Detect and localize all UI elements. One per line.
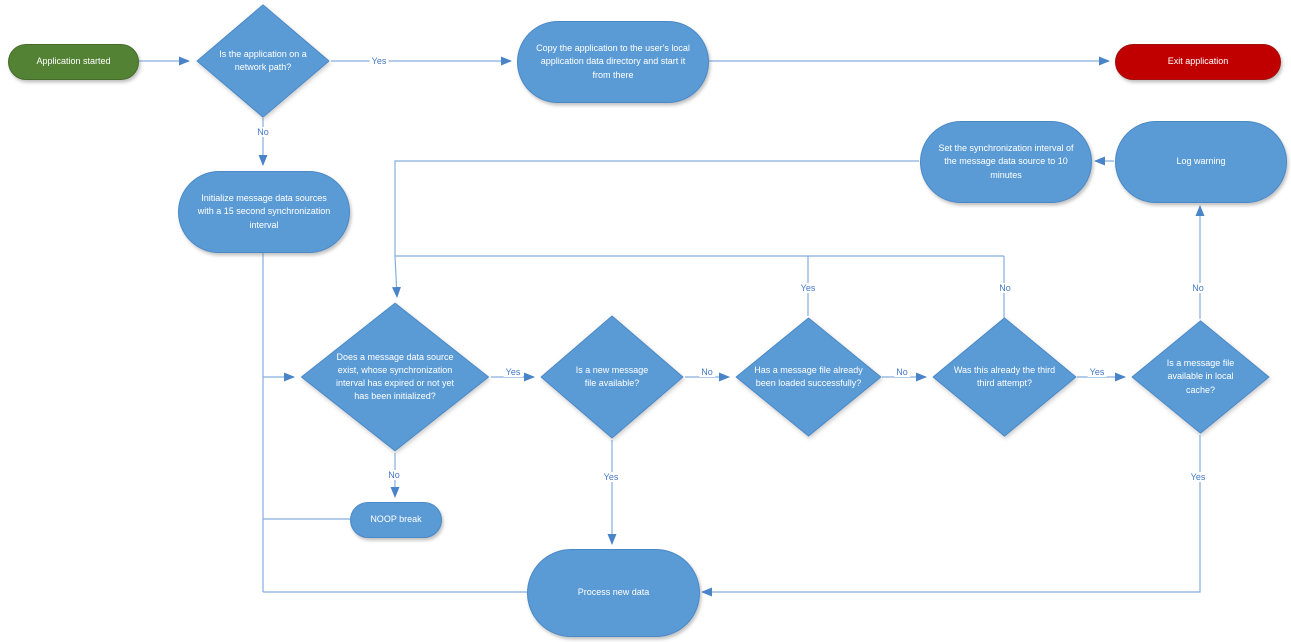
node-does-message-data-source-exist[interactable]: Does a message data source exist, whose … <box>300 302 490 452</box>
edge-label-already-loaded-no: No <box>894 367 910 377</box>
node-label: Log warning <box>1176 156 1226 167</box>
diamond-shape <box>1131 320 1270 434</box>
node-process-new-data[interactable]: Process new data <box>527 549 700 637</box>
node-label: Process new data <box>577 587 650 598</box>
edge-label-third-attempt-no: No <box>997 283 1013 293</box>
diamond-shape <box>540 315 684 439</box>
node-application-started[interactable]: Application started <box>8 44 139 80</box>
edge-label-local-cache-yes: Yes <box>1188 472 1208 482</box>
diamond-shape <box>735 317 882 437</box>
edge-label-third-attempt-yes: Yes <box>1087 367 1107 377</box>
node-is-message-file-in-local-cache[interactable]: Is a message file available in local cac… <box>1131 320 1270 434</box>
connector-segment <box>701 435 1201 597</box>
connector-segment <box>394 160 919 256</box>
node-label: Was this already the third third attempt… <box>953 364 1056 388</box>
node-label: Copy the application to the user's local… <box>536 43 690 80</box>
edge-label-source-exists-no: No <box>386 470 402 480</box>
node-copy-application[interactable]: Copy the application to the user's local… <box>517 21 709 103</box>
edge-loop-back-to-source-exists <box>392 160 1005 318</box>
node-log-warning[interactable]: Log warning <box>1115 121 1287 203</box>
edge-label-new-file-no: No <box>699 367 715 377</box>
node-label: Initialize message data sources with a 1… <box>197 193 331 230</box>
node-label: Is a message file available in local cac… <box>1166 358 1235 395</box>
node-label: Application started <box>36 56 111 67</box>
diamond-shape <box>300 302 490 452</box>
node-exit-application[interactable]: Exit application <box>1115 44 1281 80</box>
edge-label-source-exists-yes: Yes <box>503 367 523 377</box>
diamond-shape <box>932 317 1077 437</box>
node-label: Exit application <box>1167 56 1229 67</box>
edge-label-already-loaded-yes: Yes <box>798 283 818 293</box>
edge-label-network-no: No <box>255 127 271 137</box>
node-set-synchronization-interval[interactable]: Set the synchronization interval of the … <box>920 121 1092 203</box>
node-is-application-on-network-path[interactable]: Is the application on a network path? <box>196 4 330 118</box>
node-label: Set the synchronization interval of the … <box>938 143 1074 180</box>
diamond-shape <box>196 4 330 118</box>
node-label: NOOP break <box>370 514 422 525</box>
node-has-message-file-already-been-loaded[interactable]: Has a message file already been loaded s… <box>735 317 882 437</box>
node-noop-break[interactable]: NOOP break <box>350 502 442 538</box>
node-initialize-message-data-sources[interactable]: Initialize message data sources with a 1… <box>178 171 350 253</box>
node-is-new-message-file-available[interactable]: Is a new message file available? <box>540 315 684 439</box>
edge-label-network-yes: Yes <box>369 56 389 66</box>
edge-local-cache-yes-to-process-data <box>701 435 1201 597</box>
node-label: Has a message file already been loaded s… <box>754 364 863 388</box>
node-label: Is the application on a network path? <box>219 48 307 72</box>
node-label: Does a message data source exist, whose … <box>335 351 455 402</box>
connector-segment <box>392 255 402 298</box>
edge-label-new-file-yes: Yes <box>601 472 621 482</box>
node-was-this-third-attempt[interactable]: Was this already the third third attempt… <box>932 317 1077 437</box>
edge-merge-left-loop <box>262 251 527 593</box>
node-label: Is a new message file available? <box>575 364 649 388</box>
edge-label-local-cache-no: No <box>1190 283 1206 293</box>
